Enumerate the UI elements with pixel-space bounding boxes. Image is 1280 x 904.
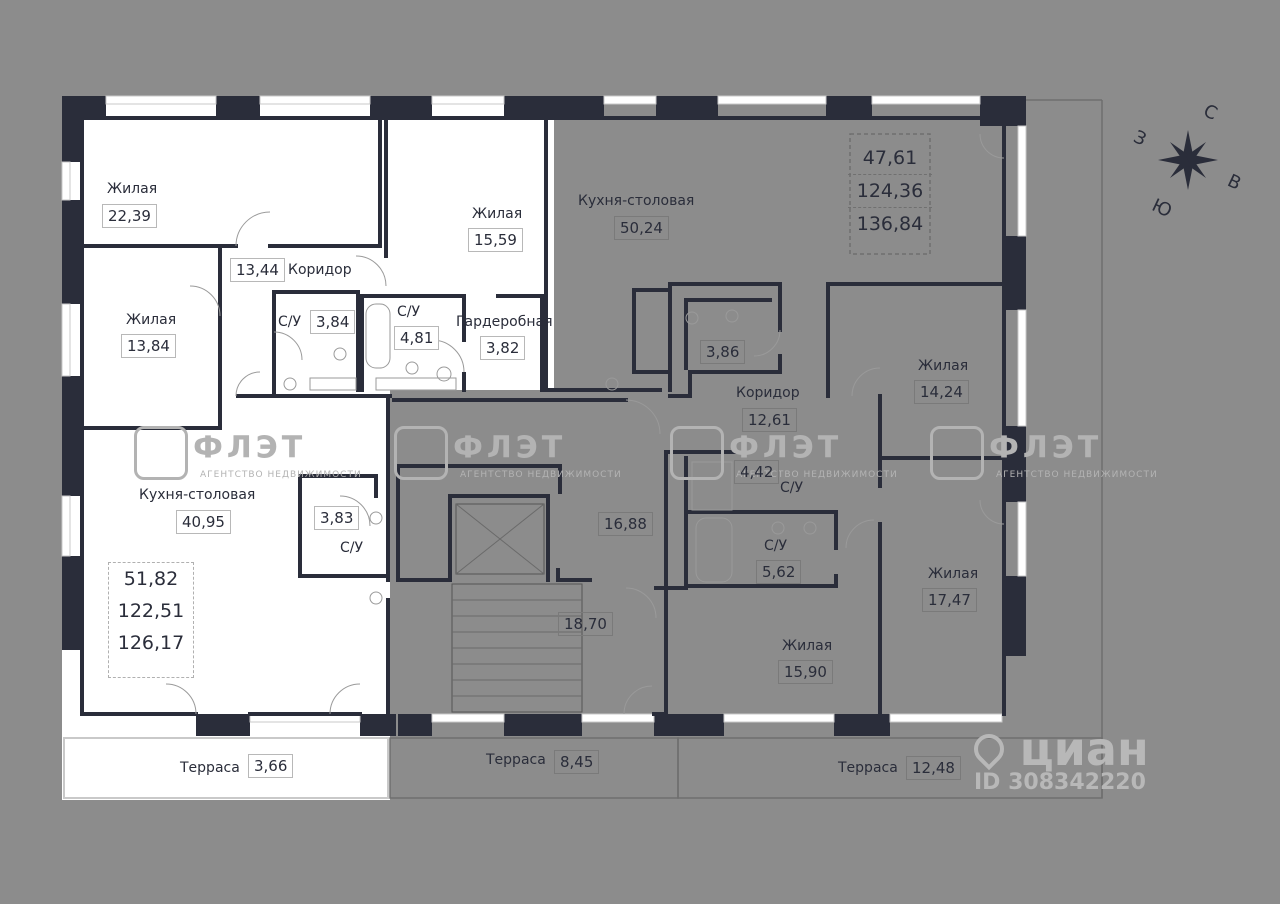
room-area: 5,62 xyxy=(756,560,802,584)
location-pin-icon xyxy=(967,727,1011,771)
room-area: 3,66 xyxy=(248,754,294,778)
room-area: 17,47 xyxy=(922,588,977,612)
watermark-logo: ФЛЭТ АГЕНТСТВО НЕДВИЖИМОСТИ xyxy=(134,426,362,480)
room-label: Жилая xyxy=(918,358,969,374)
room-label: С/У xyxy=(764,538,788,554)
watermark-tagline: АГЕНТСТВО НЕДВИЖИМОСТИ xyxy=(736,470,898,480)
room-label: Жилая xyxy=(126,312,177,328)
room-area: 3,86 xyxy=(700,340,746,364)
room-label: Коридор xyxy=(288,262,352,278)
room-area: 3,83 xyxy=(314,506,360,530)
room-label: Коридор xyxy=(736,385,800,401)
fixtures xyxy=(283,303,817,605)
windows xyxy=(61,95,1027,723)
room-area: 13,84 xyxy=(121,334,176,358)
total-area-value: 122,51 xyxy=(117,600,185,622)
room-label: Терраса xyxy=(486,752,546,768)
room-area: 16,88 xyxy=(598,512,653,536)
watermark-icon xyxy=(670,426,724,480)
room-area: 4,81 xyxy=(394,326,440,350)
room-area: 8,45 xyxy=(554,750,600,774)
room-area: 12,48 xyxy=(906,756,961,780)
room-area: 22,39 xyxy=(102,204,157,228)
watermark-tagline: АГЕНТСТВО НЕДВИЖИМОСТИ xyxy=(996,470,1158,480)
watermark-logo: ФЛЭТ АГЕНТСТВО НЕДВИЖИМОСТИ xyxy=(394,426,622,480)
interior-walls xyxy=(80,116,1006,716)
room-label: Терраса xyxy=(180,760,240,776)
terrace-left-outline xyxy=(63,737,389,799)
room-area: 3,82 xyxy=(480,336,526,360)
room-label: С/У xyxy=(780,480,804,496)
source-logo: циан ID 308342220 xyxy=(967,722,1149,795)
total-area-with-terrace-value: 136,84 xyxy=(856,213,924,235)
room-label: Терраса xyxy=(838,760,898,776)
room-label: Жилая xyxy=(782,638,833,654)
watermark-icon xyxy=(930,426,984,480)
watermark-name: ФЛЭТ xyxy=(729,430,843,466)
room-area: 12,61 xyxy=(742,408,797,432)
room-label: Жилая xyxy=(928,566,979,582)
watermark-icon xyxy=(134,426,188,480)
room-label: Жилая xyxy=(107,181,158,197)
room-area: 4,42 xyxy=(734,460,780,484)
room-area: 50,24 xyxy=(614,216,669,240)
source-listing-id: ID 308342220 xyxy=(974,770,1146,795)
room-label: С/У xyxy=(397,304,421,320)
living-area-value: 51,82 xyxy=(123,568,179,590)
watermark-tagline: АГЕНТСТВО НЕДВИЖИМОСТИ xyxy=(460,470,622,480)
room-area: 14,24 xyxy=(914,380,969,404)
room-label: С/У xyxy=(278,314,302,330)
total-area-with-terrace-value: 126,17 xyxy=(117,632,185,654)
watermark-logo: ФЛЭТ АГЕНТСТВО НЕДВИЖИМОСТИ xyxy=(670,426,898,480)
room-label: Кухня-столовая xyxy=(139,487,256,503)
stairs xyxy=(451,503,583,713)
compass-rose-icon xyxy=(1158,130,1218,190)
watermark-logo: ФЛЭТ АГЕНТСТВО НЕДВИЖИМОСТИ xyxy=(930,426,1158,480)
total-area-value: 124,36 xyxy=(848,175,932,208)
room-area: 15,59 xyxy=(468,228,523,252)
terrace-outlines xyxy=(389,99,1103,799)
room-label: Кухня-столовая xyxy=(578,193,695,209)
apartment-summary-right: 47,61 124,36 136,84 xyxy=(848,142,932,256)
watermark-icon xyxy=(394,426,448,480)
living-area-value: 47,61 xyxy=(848,142,932,175)
watermark-tagline: АГЕНТСТВО НЕДВИЖИМОСТИ xyxy=(200,470,362,480)
room-label: Гардеробная xyxy=(456,314,553,330)
watermark-name: ФЛЭТ xyxy=(453,430,567,466)
room-label: Жилая xyxy=(472,206,523,222)
watermark-name: ФЛЭТ xyxy=(193,430,307,466)
door-swings xyxy=(165,133,1005,715)
room-label: С/У xyxy=(340,540,364,556)
apartment-summary-left: 51,82 122,51 126,17 xyxy=(108,562,194,678)
room-area: 18,70 xyxy=(558,612,613,636)
room-area: 3,84 xyxy=(310,310,356,334)
room-area: 15,90 xyxy=(778,660,833,684)
room-area: 40,95 xyxy=(176,510,231,534)
room-area: 13,44 xyxy=(230,258,285,282)
watermark-name: ФЛЭТ xyxy=(989,430,1103,466)
source-brand: циан xyxy=(1019,722,1149,776)
